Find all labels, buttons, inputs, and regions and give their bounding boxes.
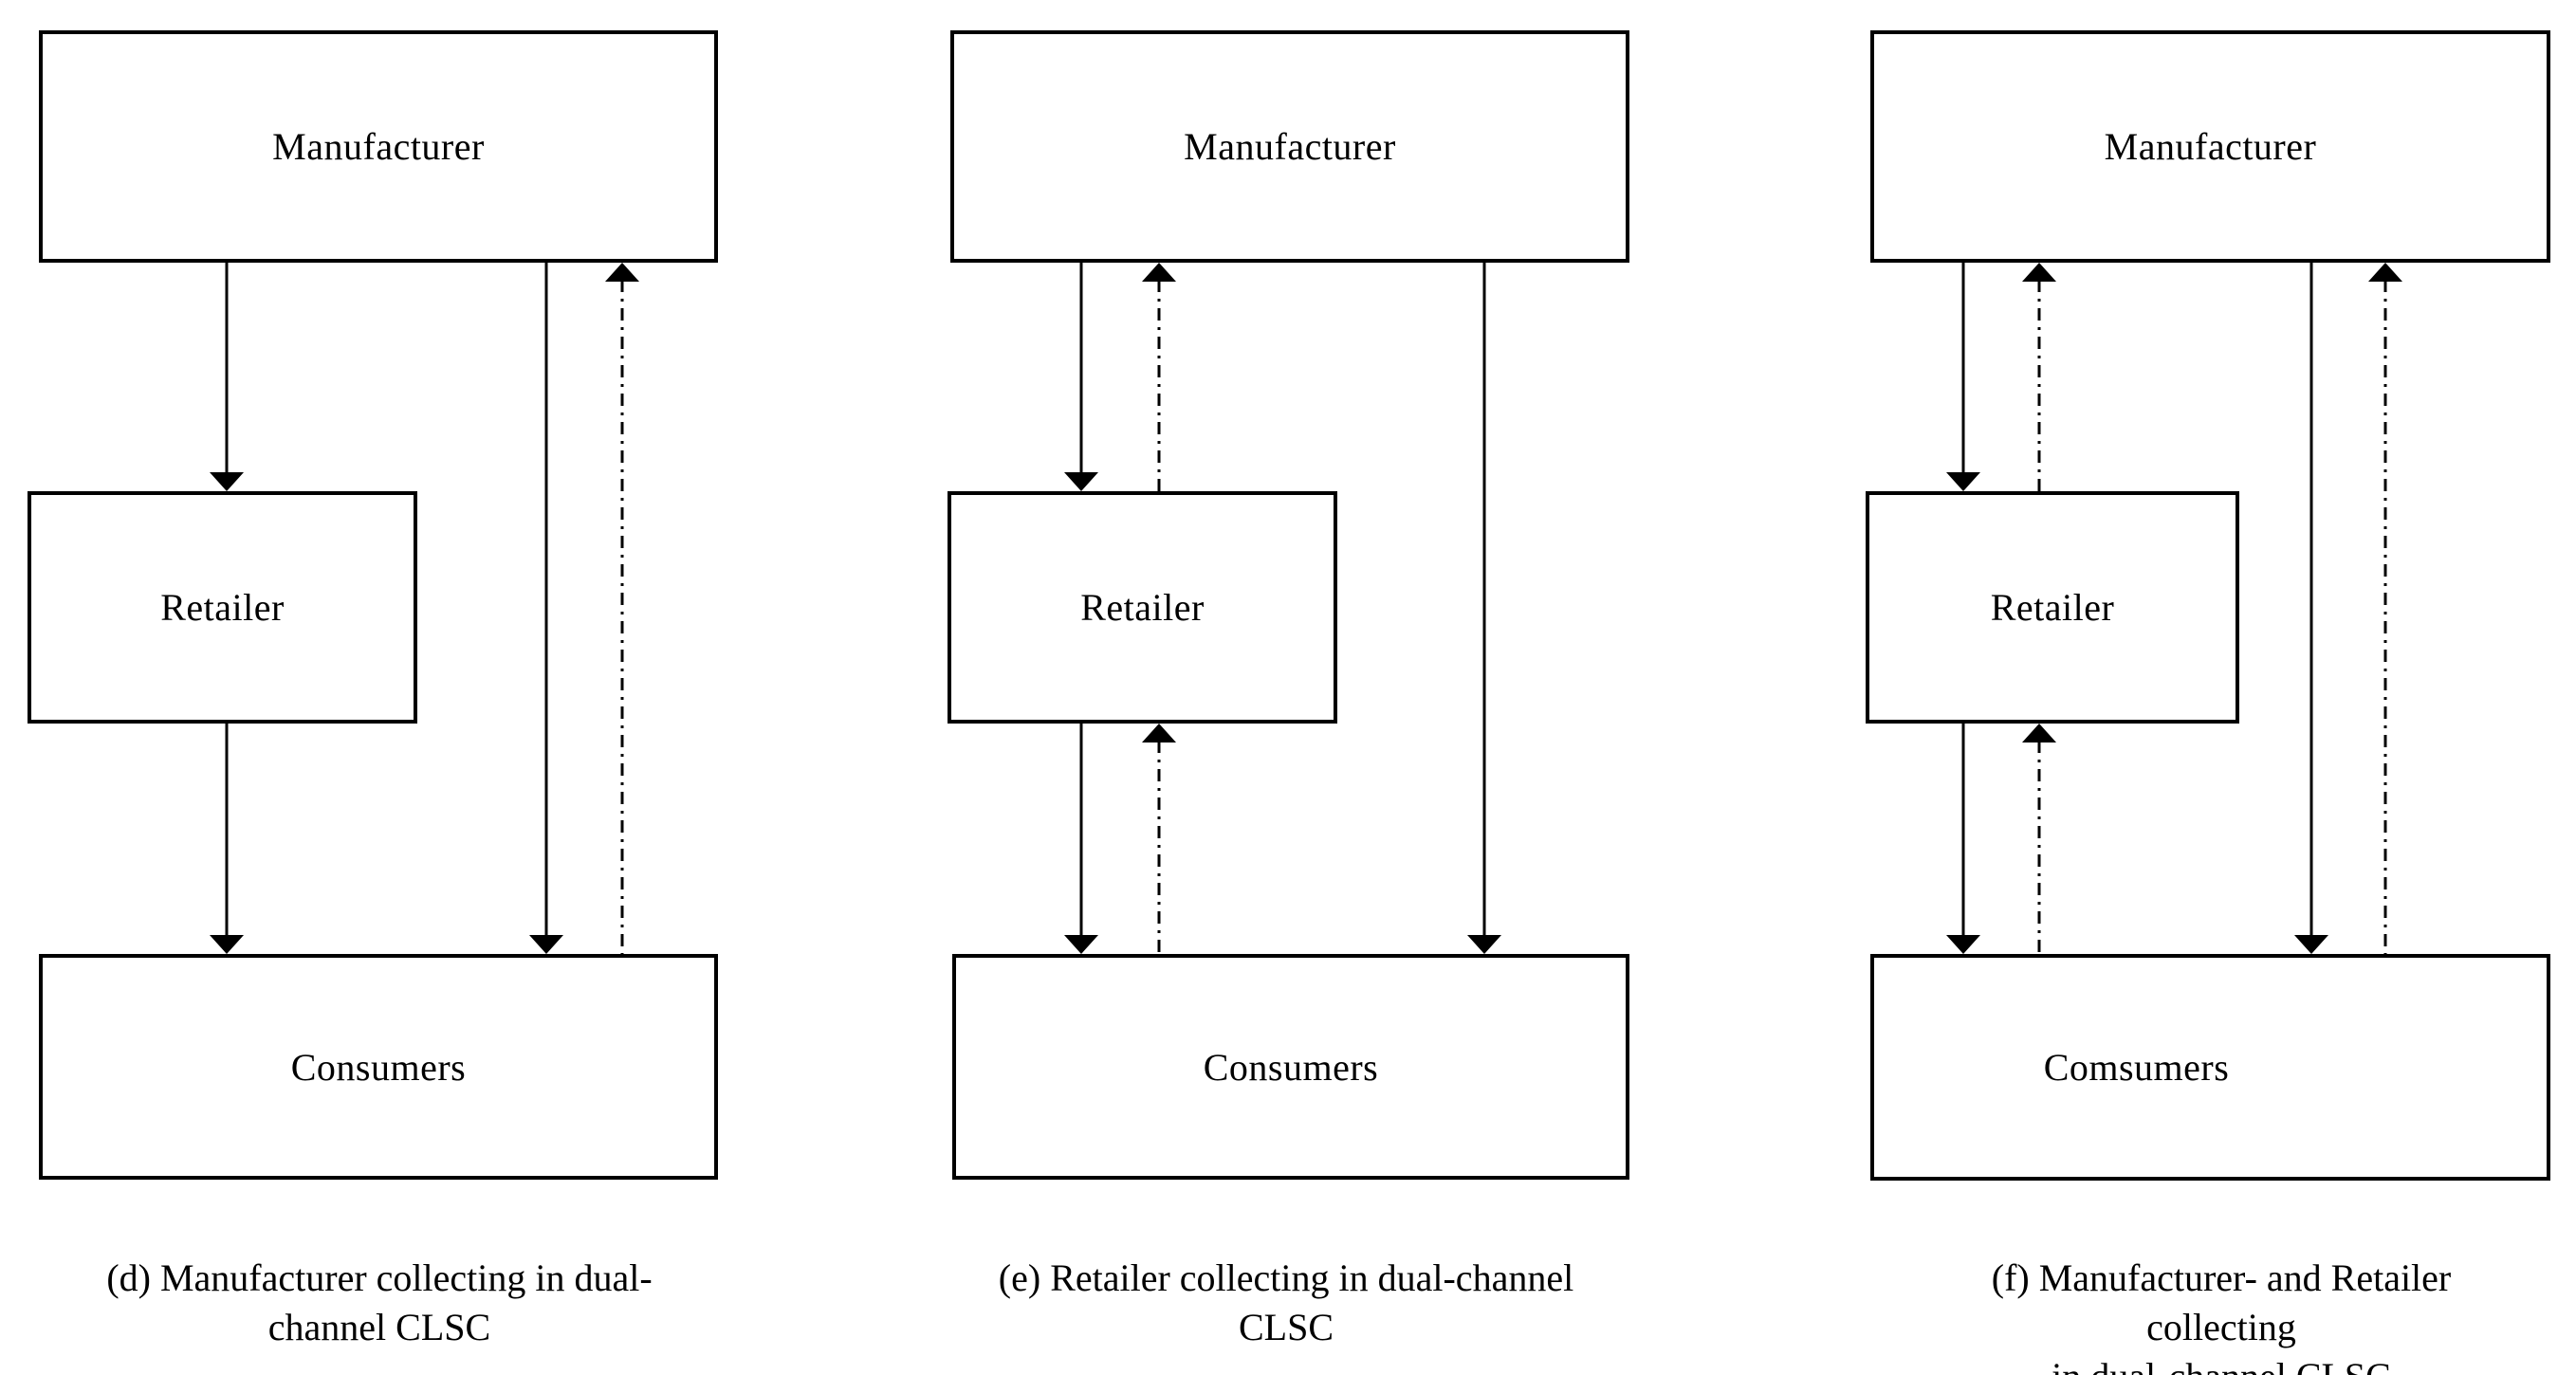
e-arrow-consumers-to-retailer-return (1142, 724, 1176, 954)
f-arrow-retailer-to-manufacturer-return (2022, 263, 2056, 491)
d-manufacturer-box: Manufacturer (39, 30, 718, 263)
e-caption: (e) Retailer collecting in dual-channel … (983, 1254, 1590, 1352)
f-arrow-manufacturer-to-consumers-direct (2294, 263, 2328, 954)
f-retailer-label: Retailer (1990, 586, 2115, 629)
e-arrow-manufacturer-to-retailer (1064, 263, 1098, 491)
e-consumers-label: Consumers (1203, 1045, 1379, 1089)
f-arrow-retailer-to-consumers (1946, 724, 1980, 954)
f-arrow-consumers-to-manufacturer-return (2368, 263, 2402, 954)
d-arrow-manufacturer-to-retailer (210, 263, 244, 491)
e-retailer-box: Retailer (948, 491, 1337, 724)
e-caption-line2: CLSC (1238, 1306, 1334, 1348)
e-arrow-retailer-to-manufacturer-return (1142, 263, 1176, 491)
e-arrow-manufacturer-to-consumers-direct (1467, 263, 1501, 954)
d-manufacturer-label: Manufacturer (272, 125, 485, 168)
f-caption-line1: (f) Manufacturer- and Retailer collectin… (1991, 1256, 2452, 1348)
d-arrow-retailer-to-consumers-head (210, 935, 244, 954)
d-arrow-consumers-to-manufacturer-return (605, 263, 639, 954)
d-arrow-retailer-to-consumers (210, 724, 244, 954)
f-consumers-box: Comsumers (1870, 954, 2550, 1181)
d-consumers-label: Consumers (290, 1045, 467, 1089)
e-arrow-retailer-to-consumers-head (1064, 935, 1098, 954)
e-manufacturer-label: Manufacturer (1184, 125, 1396, 168)
d-retailer-label: Retailer (160, 586, 285, 629)
e-arrow-manufacturer-to-consumers-direct-head (1467, 935, 1501, 954)
e-retailer-label: Retailer (1080, 586, 1205, 629)
f-arrow-manufacturer-to-consumers-direct-head (2294, 935, 2328, 954)
d-caption-line2: channel CLSC (267, 1306, 491, 1348)
e-consumers-box: Consumers (952, 954, 1629, 1180)
e-manufacturer-box: Manufacturer (950, 30, 1629, 263)
f-manufacturer-box: Manufacturer (1870, 30, 2550, 263)
e-caption-line1: (e) Retailer collecting in dual-channel (998, 1256, 1574, 1299)
f-caption-line2: in dual-channel CLSC (1918, 1352, 2525, 1375)
d-arrow-manufacturer-to-consumers-direct-head (529, 935, 563, 954)
d-retailer-box: Retailer (28, 491, 417, 724)
d-consumers-box: Consumers (39, 954, 718, 1180)
f-arrow-retailer-to-consumers-head (1946, 935, 1980, 954)
d-arrow-consumers-to-manufacturer-return-head (605, 263, 639, 282)
f-arrow-manufacturer-to-retailer (1946, 263, 1980, 491)
f-manufacturer-label: Manufacturer (2104, 125, 2317, 168)
f-arrow-retailer-to-manufacturer-return-head (2022, 263, 2056, 282)
e-arrow-retailer-to-consumers (1064, 724, 1098, 954)
f-consumers-label: Comsumers (2043, 1046, 2230, 1089)
f-arrow-manufacturer-to-retailer-head (1946, 472, 1980, 491)
d-arrow-manufacturer-to-retailer-head (210, 472, 244, 491)
f-arrow-consumers-to-manufacturer-return-head (2368, 263, 2402, 282)
f-retailer-box: Retailer (1866, 491, 2239, 724)
e-arrow-retailer-to-manufacturer-return-head (1142, 263, 1176, 282)
f-arrow-consumers-to-retailer-return-head (2022, 724, 2056, 742)
e-arrow-consumers-to-retailer-return-head (1142, 724, 1176, 742)
d-caption-line1: (d) Manufacturer collecting in dual- (106, 1256, 653, 1299)
d-caption: (d) Manufacturer collecting in dual- cha… (76, 1254, 683, 1352)
f-caption: (f) Manufacturer- and Retailer collectin… (1918, 1254, 2525, 1375)
d-arrow-manufacturer-to-consumers-direct (529, 263, 563, 954)
f-arrow-consumers-to-retailer-return (2022, 724, 2056, 954)
e-arrow-manufacturer-to-retailer-head (1064, 472, 1098, 491)
